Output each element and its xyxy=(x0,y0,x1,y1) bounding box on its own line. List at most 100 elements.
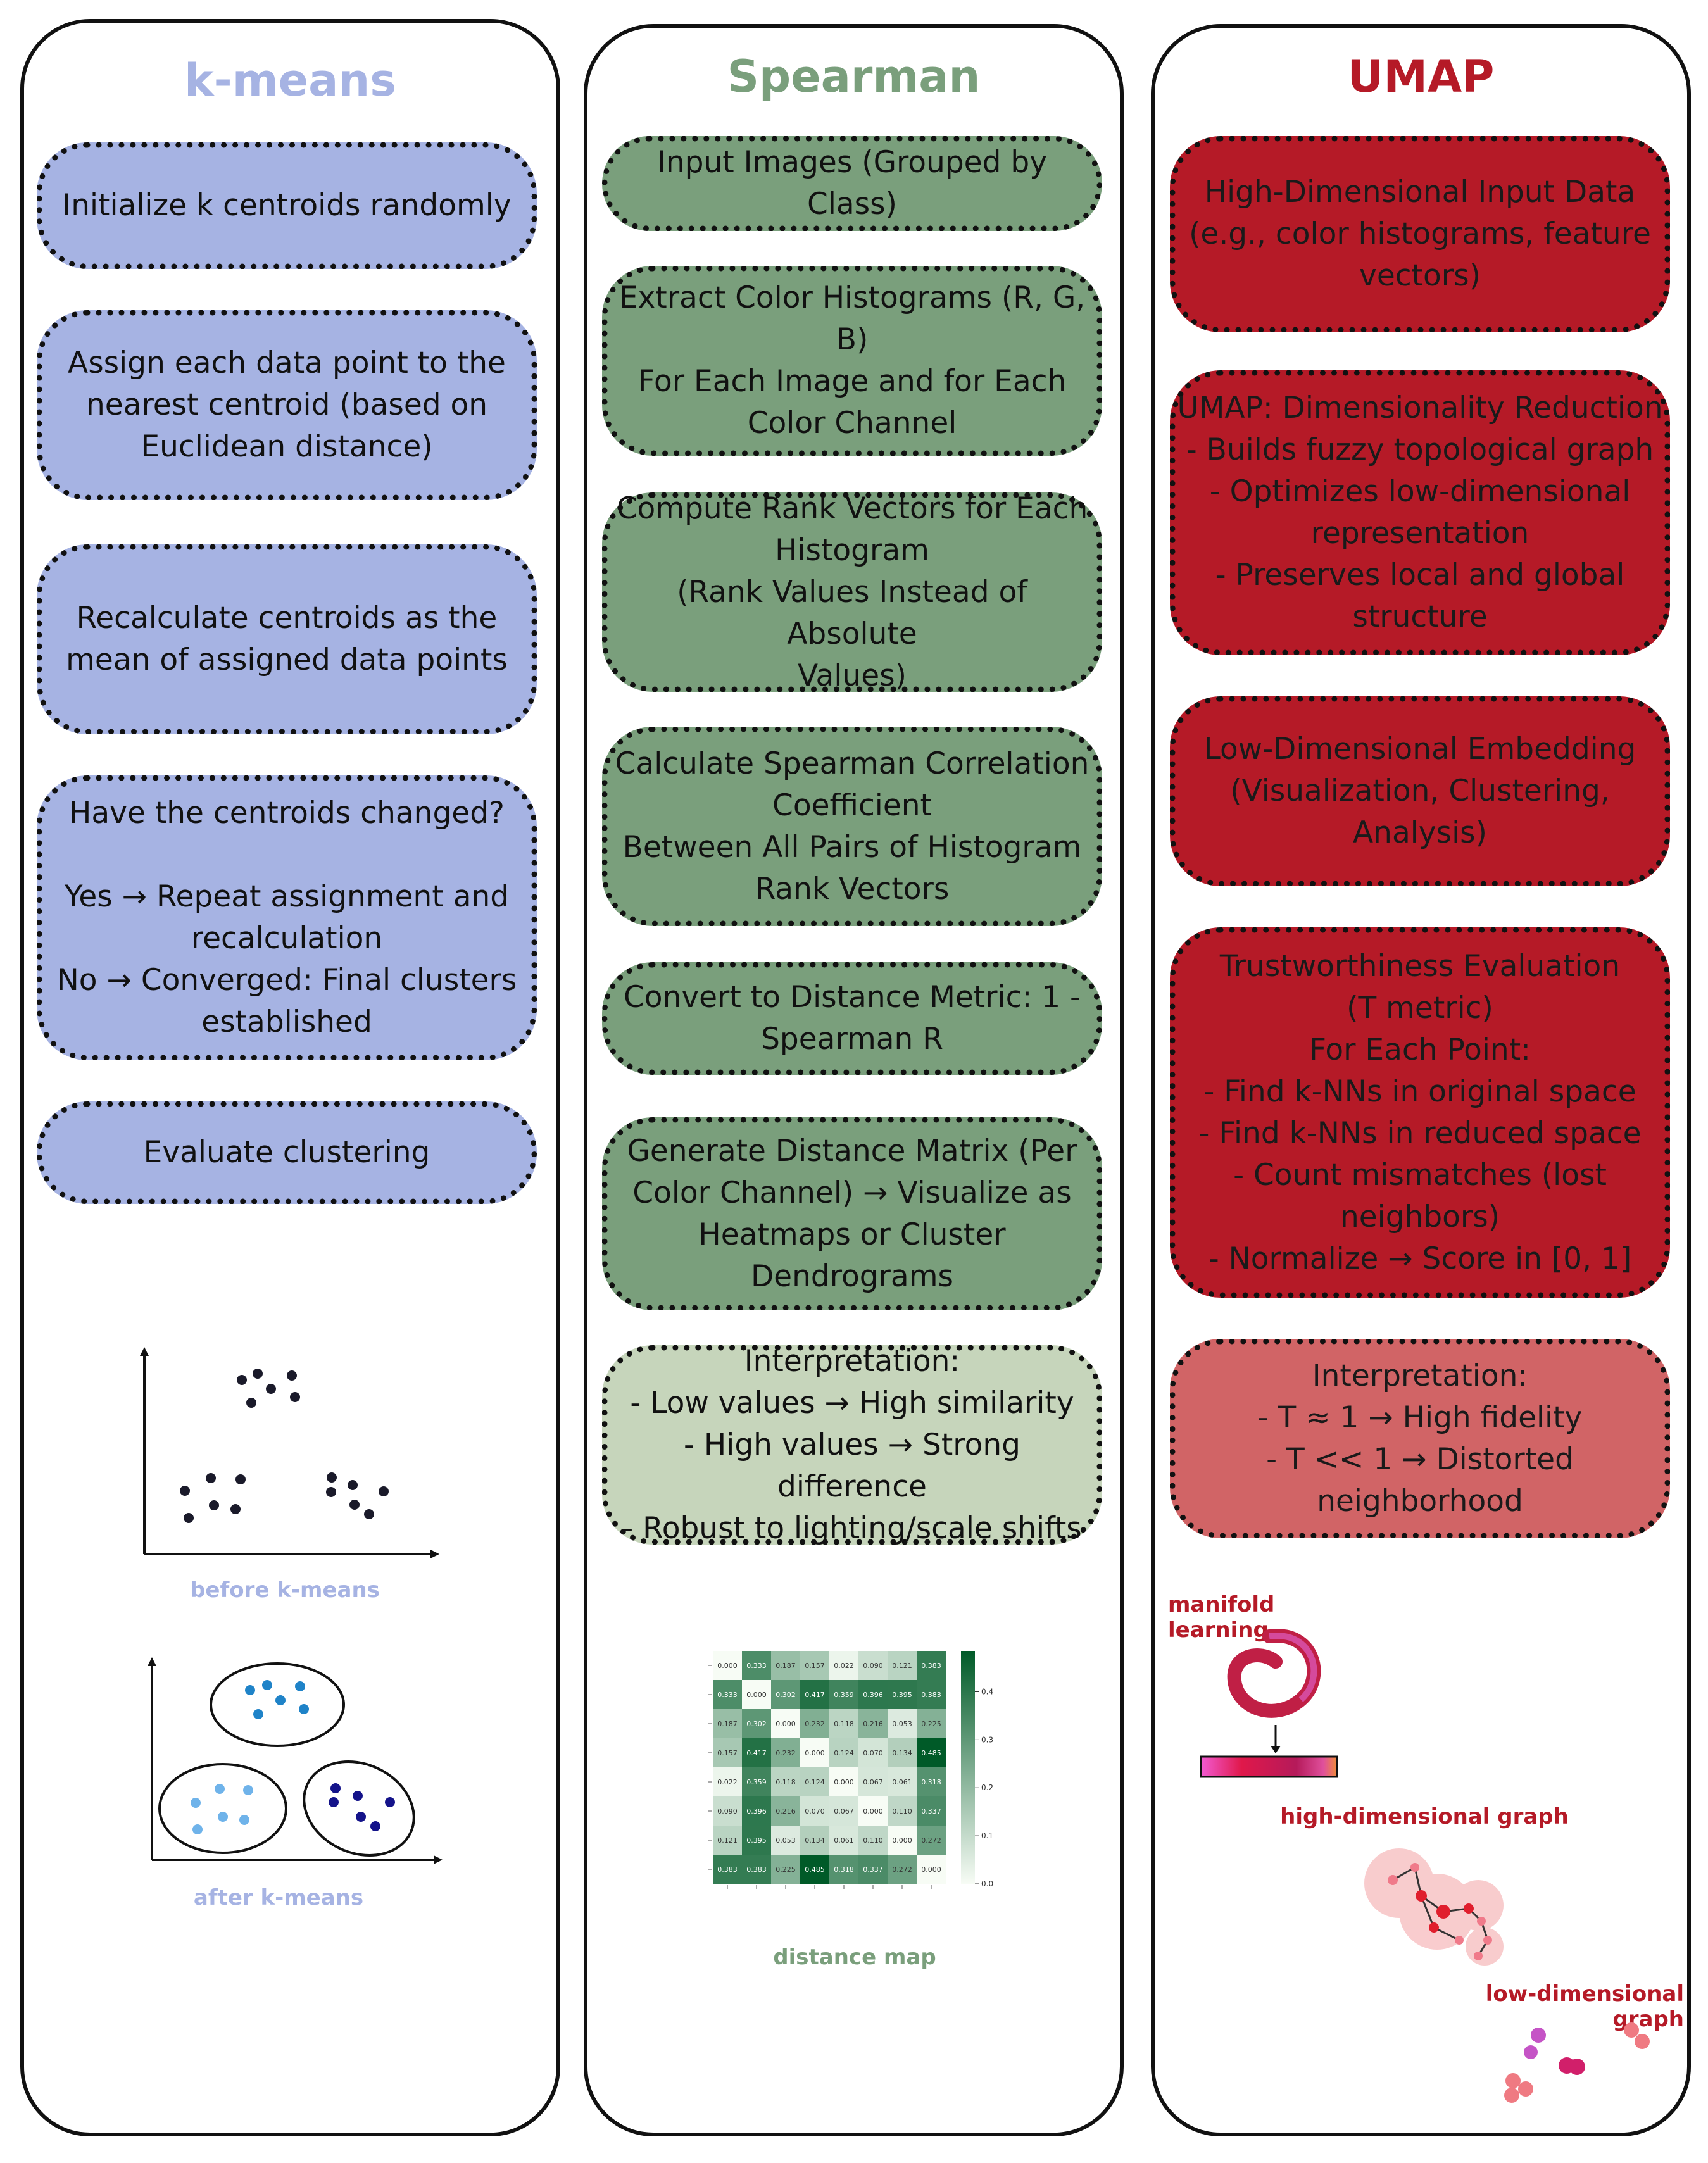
heatmap-cell-label: 0.383 xyxy=(746,1865,767,1874)
heatmap-cell xyxy=(858,1680,888,1709)
heatmap-cell xyxy=(800,1738,829,1767)
heatmap-cell-label: 0.110 xyxy=(892,1807,912,1815)
heatmap-cell-label: 0.396 xyxy=(863,1691,883,1699)
heatmap-cell-label: 0.485 xyxy=(805,1865,825,1874)
heatmap-cell xyxy=(888,1855,917,1884)
heatmap-cell xyxy=(917,1826,946,1855)
heatmap-cell-label: 0.000 xyxy=(717,1662,738,1670)
heatmap-cell-label: 0.383 xyxy=(921,1691,941,1699)
heatmap-cell xyxy=(771,1651,800,1680)
heatmap-cell-label: 0.359 xyxy=(834,1691,854,1699)
heatmap-cell-label: 0.225 xyxy=(921,1720,941,1728)
heatmap-cell-label: 0.272 xyxy=(921,1836,941,1845)
heatmap-cell-label: 0.022 xyxy=(834,1662,854,1670)
heatmap-cell-label: 0.000 xyxy=(892,1836,912,1845)
heatmap-cell xyxy=(888,1767,917,1796)
caption-after-kmeans: after k-means xyxy=(193,1885,364,1910)
heatmap-cell xyxy=(800,1767,829,1796)
heatmap-cell xyxy=(917,1738,946,1767)
heatmap-cell xyxy=(713,1826,742,1855)
heatmap-cell xyxy=(829,1796,858,1826)
heatmap-cell-label: 0.000 xyxy=(834,1778,854,1786)
heatmap-cell xyxy=(917,1709,946,1738)
umap-title: UMAP xyxy=(1347,51,1495,103)
heatmap-cell-label: 0.090 xyxy=(717,1807,738,1815)
heatmap-cell xyxy=(713,1680,742,1709)
colorbar-tick-label: 0.3 xyxy=(981,1735,993,1744)
heatmap-cell xyxy=(888,1709,917,1738)
heatmap-cell-label: 0.187 xyxy=(776,1662,796,1670)
heatmap-cell-label: 0.216 xyxy=(776,1807,796,1815)
heatmap-cell xyxy=(742,1651,771,1680)
heatmap-cell xyxy=(829,1855,858,1884)
umap-step-5: Interpretation: - T ≈ 1 → High fidelity … xyxy=(1170,1339,1670,1538)
heatmap-cell xyxy=(742,1709,771,1738)
heatmap-cell xyxy=(829,1826,858,1855)
heatmap-cell-label: 0.022 xyxy=(717,1778,738,1786)
heatmap-cell-label: 0.000 xyxy=(863,1807,883,1815)
spearman-step-6: Generate Distance Matrix (Per Color Chan… xyxy=(602,1117,1102,1310)
heatmap-cell xyxy=(800,1826,829,1855)
heatmap-cell-label: 0.070 xyxy=(863,1749,883,1757)
heatmap-cell-label: 0.134 xyxy=(892,1749,912,1757)
heatmap-cell xyxy=(713,1767,742,1796)
heatmap-cell-label: 0.383 xyxy=(717,1865,738,1874)
umap-step-3: Low-Dimensional Embedding (Visualization… xyxy=(1170,696,1670,886)
heatmap-cell xyxy=(742,1680,771,1709)
heatmap-cell xyxy=(858,1855,888,1884)
low-dimensional-graph-icon xyxy=(1504,2022,1650,2103)
after-kmeans-scatter xyxy=(148,1657,443,1864)
caption-distance-map: distance map xyxy=(773,1945,936,1970)
heatmap-cell-label: 0.134 xyxy=(805,1836,825,1845)
heatmap-cell-label: 0.000 xyxy=(921,1865,941,1874)
umap-step-2: UMAP: Dimensionality Reduction - Builds … xyxy=(1170,370,1670,655)
heatmap-cell-label: 0.272 xyxy=(892,1865,912,1874)
heatmap-cell xyxy=(771,1680,800,1709)
heatmap-cell xyxy=(742,1767,771,1796)
heatmap-cell-label: 0.157 xyxy=(717,1749,738,1757)
heatmap-cell xyxy=(858,1796,888,1826)
heatmap-cell-label: 0.333 xyxy=(746,1662,767,1670)
heatmap-cell-label: 0.000 xyxy=(805,1749,825,1757)
heatmap-cell xyxy=(858,1767,888,1796)
heatmap-cell-label: 0.000 xyxy=(746,1691,767,1699)
heatmap-cell xyxy=(771,1738,800,1767)
colorbar-tick-label: 0.4 xyxy=(981,1687,993,1696)
heatmap-cell xyxy=(713,1709,742,1738)
spearman-title: Spearman xyxy=(727,51,981,103)
heatmap-cell xyxy=(742,1796,771,1826)
heatmap-cell-label: 0.118 xyxy=(834,1720,854,1728)
heatmap-cell-label: 0.187 xyxy=(717,1720,738,1728)
heatmap-cell-label: 0.302 xyxy=(746,1720,767,1728)
heatmap-cell-label: 0.067 xyxy=(834,1807,854,1815)
heatmap-cell xyxy=(771,1767,800,1796)
heatmap-cell-label: 0.053 xyxy=(892,1720,912,1728)
heatmap-cell xyxy=(771,1796,800,1826)
caption-before-kmeans: before k-means xyxy=(190,1577,380,1603)
caption-low-dimensional-graph: low-dimensional graph xyxy=(1485,1981,1684,2032)
heatmap-cell xyxy=(713,1651,742,1680)
heatmap-cell-label: 0.417 xyxy=(805,1691,825,1699)
heatmap-cell xyxy=(858,1651,888,1680)
kmeans-title: k-means xyxy=(184,54,396,106)
kmeans-step-4: Have the centroids changed? Yes → Repeat… xyxy=(37,775,537,1060)
heatmap-cell-label: 0.225 xyxy=(776,1865,796,1874)
heatmap-cell-label: 0.383 xyxy=(921,1662,941,1670)
heatmap-cell-label: 0.090 xyxy=(863,1662,883,1670)
heatmap-cell-label: 0.067 xyxy=(863,1778,883,1786)
heatmap-cell xyxy=(888,1826,917,1855)
heatmap-cell xyxy=(858,1709,888,1738)
colorbar-tick-label: 0.2 xyxy=(981,1783,993,1792)
spearman-step-1: Input Images (Grouped by Class) xyxy=(602,136,1102,231)
heatmap-cell-label: 0.000 xyxy=(776,1720,796,1728)
spearman-step-4: Calculate Spearman Correlation Coefficie… xyxy=(602,727,1102,926)
heatmap-cell-label: 0.417 xyxy=(746,1749,767,1757)
heatmap-cell-label: 0.396 xyxy=(746,1807,767,1815)
heatmap-cell xyxy=(888,1738,917,1767)
spearman-step-7: Interpretation: - Low values → High simi… xyxy=(602,1344,1102,1546)
heatmap-cell-label: 0.157 xyxy=(805,1662,825,1670)
spearman-step-2: Extract Color Histograms (R, G, B) For E… xyxy=(602,266,1102,456)
heatmap-cell-label: 0.485 xyxy=(921,1749,941,1757)
heatmap-cell xyxy=(917,1855,946,1884)
